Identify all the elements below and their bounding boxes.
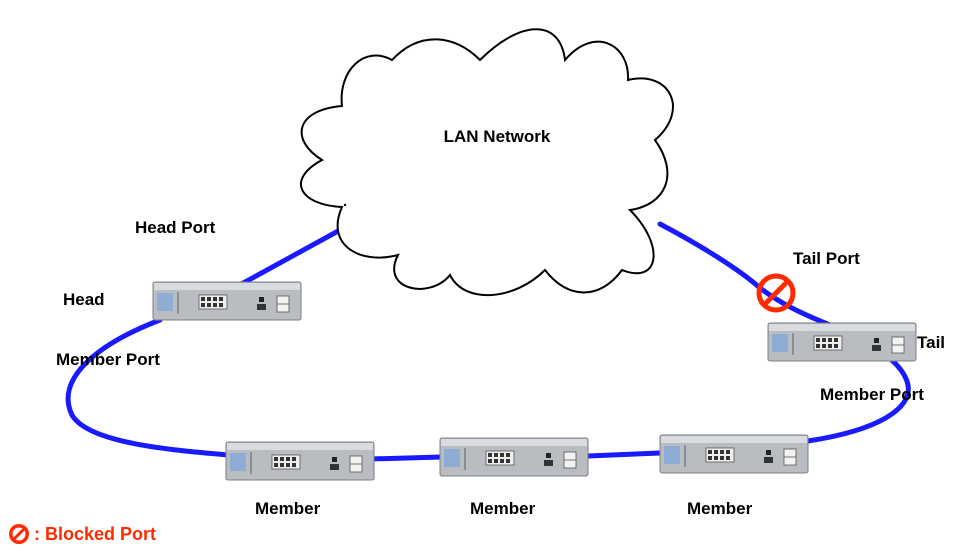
member-switch-1: [225, 441, 375, 481]
member-label-1: Member: [255, 499, 321, 518]
link-member1-member2: [367, 454, 444, 462]
cloud-dot: [343, 203, 347, 207]
link-member2-member3: [585, 450, 663, 459]
legend: : Blocked Port: [9, 524, 156, 544]
legend-blocked-icon: [9, 524, 29, 544]
member-port-right-label: Member Port: [820, 385, 924, 404]
member-port-left-label: Member Port: [56, 350, 160, 369]
member-switch-3: [659, 434, 809, 474]
tail-port-label: Tail Port: [793, 249, 860, 268]
link-cloud-tail: [657, 221, 833, 328]
cloud-label: LAN Network: [444, 127, 551, 146]
member-switch-2: [439, 437, 589, 477]
blocked-port-icon: [756, 273, 796, 313]
tail-label: Tail: [917, 333, 945, 352]
lan-cloud: [300, 28, 674, 296]
legend-label: : Blocked Port: [34, 524, 156, 544]
head-port-label: Head Port: [135, 218, 216, 237]
tail-switch: [767, 322, 917, 362]
member-label-3: Member: [687, 499, 753, 518]
link-head-member1: [65, 317, 231, 458]
member-label-2: Member: [470, 499, 536, 518]
link-cloud-head: [233, 227, 343, 290]
head-label: Head: [63, 290, 105, 309]
head-switch: [152, 281, 302, 321]
